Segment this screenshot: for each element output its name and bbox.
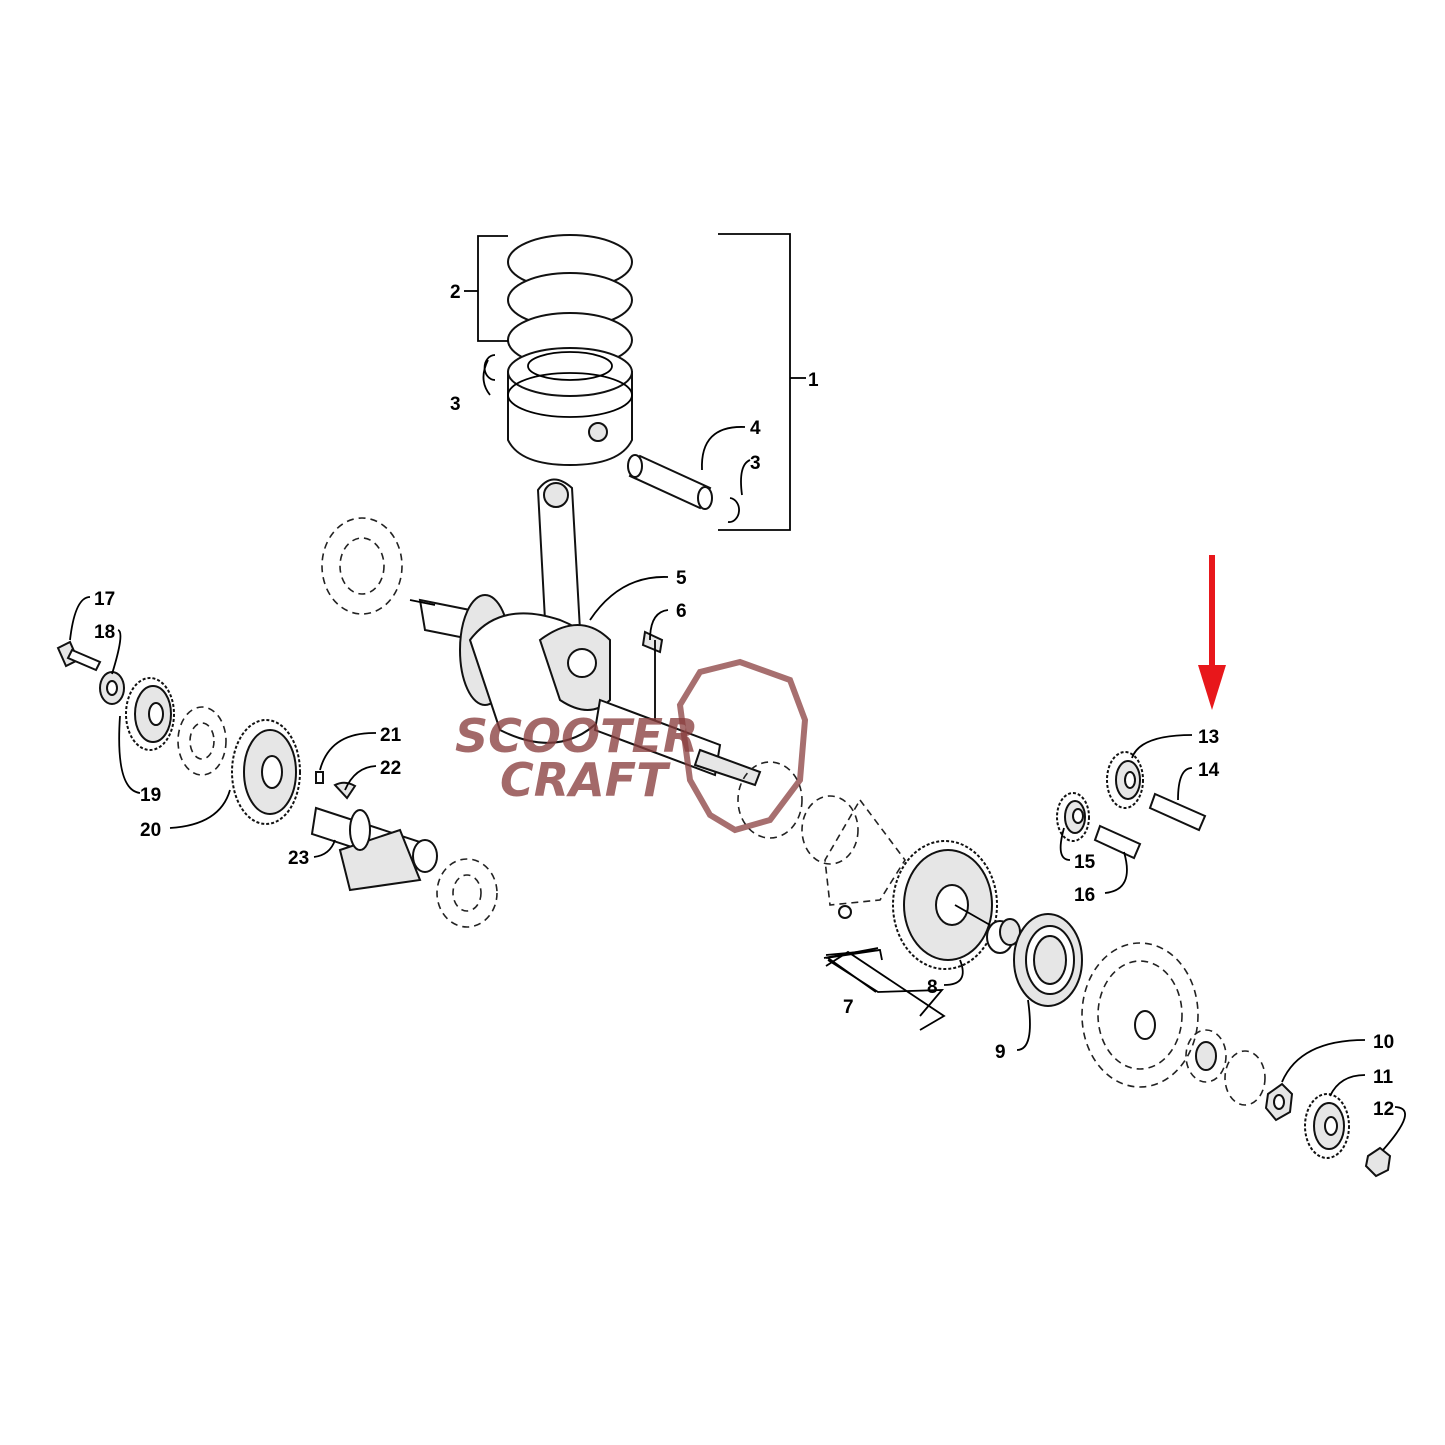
callout-20: 20 bbox=[140, 820, 161, 841]
piston bbox=[507, 347, 633, 467]
callout-12: 12 bbox=[1373, 1099, 1394, 1120]
bearing-flywheel bbox=[1185, 1029, 1227, 1083]
bracket-rings bbox=[477, 235, 508, 342]
crankshaft bbox=[418, 594, 762, 787]
gear-19 bbox=[125, 677, 175, 751]
gasket-plate bbox=[824, 798, 906, 919]
callout-8: 8 bbox=[927, 977, 938, 998]
circlip-left bbox=[483, 354, 496, 381]
nut-10 bbox=[1264, 1082, 1294, 1122]
main-bearing-left bbox=[321, 517, 436, 615]
callout-22: 22 bbox=[380, 758, 401, 779]
callout-4: 4 bbox=[750, 418, 761, 439]
callout-7: 7 bbox=[843, 997, 854, 1018]
watermark-line-1: SCOOTER bbox=[455, 709, 698, 763]
shaft-14 bbox=[1148, 792, 1207, 832]
gear-11 bbox=[1304, 1093, 1350, 1159]
bracket-7 bbox=[825, 950, 946, 1031]
circlip-right bbox=[727, 497, 740, 523]
callout-14: 14 bbox=[1198, 760, 1220, 781]
callout-2: 2 bbox=[450, 282, 461, 303]
woodruff-key bbox=[641, 630, 664, 654]
one-way-clutch-9 bbox=[1013, 913, 1083, 1007]
callout-3-right: 3 bbox=[750, 453, 761, 474]
callout-11: 11 bbox=[1373, 1067, 1394, 1088]
bearing-23b bbox=[436, 858, 498, 928]
callout-15: 15 bbox=[1074, 852, 1096, 873]
watermark-line-2: CRAFT bbox=[500, 753, 671, 807]
circlip-flywheel bbox=[1224, 1050, 1266, 1106]
callout-10: 10 bbox=[1373, 1032, 1394, 1053]
gear-20 bbox=[231, 719, 301, 825]
callout-16: 16 bbox=[1074, 885, 1095, 906]
bolt-17 bbox=[56, 640, 102, 672]
red-arrow-indicator bbox=[1198, 555, 1226, 710]
nut-12 bbox=[1364, 1146, 1392, 1178]
piston-pin bbox=[627, 454, 713, 510]
bracket-piston-assy bbox=[718, 233, 791, 531]
washer-18 bbox=[99, 671, 125, 705]
callout-6: 6 bbox=[676, 601, 687, 622]
shaft-16 bbox=[1093, 824, 1142, 860]
callout-21: 21 bbox=[380, 725, 402, 746]
balancer-shaft-23 bbox=[310, 806, 438, 892]
leader-lines bbox=[69, 359, 1406, 1151]
callout-13: 13 bbox=[1198, 727, 1219, 748]
main-bearing-right bbox=[737, 761, 859, 865]
callout-18: 18 bbox=[94, 622, 115, 643]
primary-gear-8 bbox=[892, 840, 998, 970]
callout-5: 5 bbox=[676, 568, 687, 589]
callout-19: 19 bbox=[140, 785, 161, 806]
gear-13 bbox=[1106, 751, 1144, 809]
watermark-logo: SCOOTER CRAFT bbox=[455, 658, 809, 834]
bearing-19b bbox=[177, 706, 227, 776]
callout-9: 9 bbox=[995, 1042, 1006, 1063]
connecting-rod bbox=[536, 478, 582, 642]
gear-15 bbox=[1056, 792, 1090, 842]
callout-3-left: 3 bbox=[450, 394, 461, 415]
callout-1: 1 bbox=[808, 370, 819, 391]
flywheel bbox=[1081, 942, 1199, 1088]
callout-23: 23 bbox=[288, 848, 309, 869]
pin-21 bbox=[315, 771, 324, 784]
key-22 bbox=[333, 781, 357, 800]
callout-17: 17 bbox=[94, 589, 115, 610]
